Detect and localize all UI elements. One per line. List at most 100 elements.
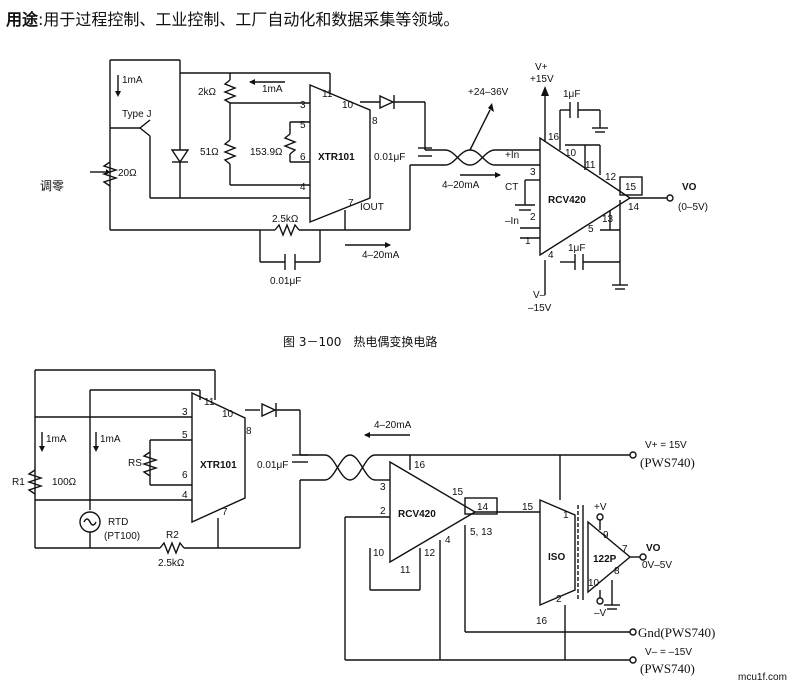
f2-ip10: 10 <box>588 578 600 589</box>
f1-pin8: 8 <box>372 116 378 127</box>
f1-pin5: 5 <box>300 120 306 131</box>
f1-vplus: V+ <box>535 62 548 73</box>
f1-r153: 153.9Ω <box>250 147 283 158</box>
f1-r2k5: 2.5kΩ <box>272 214 299 225</box>
f2-vo-range: 0V–5V <box>642 560 672 571</box>
f1-supply: +24–36V <box>468 87 509 98</box>
f1-zero-adj: 调零 <box>40 179 64 193</box>
f2-minus-v: –V <box>594 608 607 619</box>
f1-p2: 2 <box>530 212 536 223</box>
f2-p5-13: 5, 13 <box>470 527 493 538</box>
iso-block <box>539 498 576 607</box>
f2-1mA-a: 1mA <box>46 434 67 445</box>
f2-ip2: 2 <box>556 594 562 605</box>
f1-vo-range: (0–5V) <box>678 202 708 213</box>
f2-pin7: 7 <box>222 507 228 518</box>
f1-vminus: V– <box>533 290 546 301</box>
f1-p15: 15 <box>625 182 637 193</box>
f2-ip9: 9 <box>603 530 609 541</box>
f1-p14: 14 <box>628 202 640 213</box>
f2-vminus15: V– = –15V <box>645 647 692 658</box>
xtr101-block-2 <box>191 391 246 524</box>
f2-plus-v: +V <box>594 502 607 513</box>
f2-rs: RS <box>128 458 142 469</box>
watermark: mcu1f.com <box>738 672 787 683</box>
iso-amp-block <box>587 520 632 594</box>
f1-plus15: +15V <box>530 74 554 85</box>
f1-type-j: Type J <box>122 109 151 120</box>
f2-pin4: 4 <box>182 490 188 501</box>
f2-p15: 15 <box>452 487 464 498</box>
f1-p3: 3 <box>530 167 536 178</box>
f2-1mA-b: 1mA <box>100 434 121 445</box>
rcv420-label: RCV420 <box>548 195 586 206</box>
xtr101-label: XTR101 <box>318 152 355 163</box>
f2-p10: 10 <box>373 548 385 559</box>
f1-p16: 16 <box>548 132 560 143</box>
f2-vo: VO <box>646 543 661 554</box>
f2-ip1: 1 <box>563 510 569 521</box>
f1-in-minus: –In <box>505 216 519 227</box>
f1-cap-bottom: 0.01μF <box>270 276 301 287</box>
f1-pin10: 10 <box>342 100 354 111</box>
f2-122p-label: 122P <box>593 554 617 565</box>
f1-pin7: 7 <box>348 198 354 209</box>
usage-line: 用途:用于过程控制、工业控制、工厂自动化和数据采集等领域。 <box>6 6 459 30</box>
f2-r2: R2 <box>166 530 179 541</box>
f2-xtr101-label: XTR101 <box>200 460 237 471</box>
f2-r100: 100Ω <box>52 477 77 488</box>
f1-r20: 20Ω <box>118 168 137 179</box>
f2-ip16: 16 <box>536 616 548 627</box>
f2-current: 4–20mA <box>374 420 412 431</box>
f1-r51: 51Ω <box>200 147 219 158</box>
f2-pin11: 11 <box>204 397 215 408</box>
f2-gnd: Gnd(PWS740) <box>638 625 715 640</box>
f1-p1: 1 <box>525 236 531 247</box>
f2-iso-label: ISO <box>548 552 565 563</box>
f2-p3: 3 <box>380 482 386 493</box>
f2-pin8: 8 <box>246 426 252 437</box>
f1-pin6: 6 <box>300 152 306 163</box>
f1-iout: IOUT <box>360 202 384 213</box>
f2-p12: 12 <box>424 548 436 559</box>
f2-p4: 4 <box>445 535 451 546</box>
f2-p16: 16 <box>414 460 426 471</box>
f1-cap-1uF-bottom: 1μF <box>568 243 585 254</box>
f2-ip8: 8 <box>614 566 620 577</box>
f2-r1: R1 <box>12 477 25 488</box>
f2-p2: 2 <box>380 506 386 517</box>
f1-p10: 10 <box>565 148 577 159</box>
rcv420-block-2 <box>389 460 477 564</box>
f1-in-plus: +In <box>505 150 519 161</box>
f1-current-1mA-top: 1mA <box>262 84 283 95</box>
f2-cap: 0.01μF <box>257 460 288 471</box>
usage-label: 用途 <box>6 10 39 29</box>
f1-p4: 4 <box>548 250 554 261</box>
f2-pin5: 5 <box>182 430 188 441</box>
f1-current-bottom: 4–20mA <box>362 250 400 261</box>
f2-rtd: RTD <box>108 517 128 528</box>
fig1-caption: 图 3－100 热电偶变换电路 <box>283 334 437 349</box>
f2-pin10: 10 <box>222 409 234 420</box>
f1-ct: CT <box>505 182 518 193</box>
f1-current-mid: 4–20mA <box>442 180 480 191</box>
usage-text: :用于过程控制、工业控制、工厂自动化和数据采集等领域。 <box>38 10 460 29</box>
f2-rcv420-label: RCV420 <box>398 509 436 520</box>
f1-cap-001: 0.01μF <box>374 152 405 163</box>
f1-vo: VO <box>682 182 697 193</box>
f2-p14: 14 <box>477 502 489 513</box>
f2-pin3: 3 <box>182 407 188 418</box>
figure-2-rtd: XTR101 <box>12 369 715 676</box>
f1-p11: 11 <box>585 160 596 171</box>
f1-cap-1uF-top: 1μF <box>563 89 580 100</box>
figure-1-thermocouple: XTR101 <box>40 59 708 349</box>
f2-p11: 11 <box>400 565 411 576</box>
f2-pt100: (PT100) <box>104 531 140 542</box>
f1-p13: 13 <box>602 214 614 225</box>
xtr101-block <box>309 83 371 224</box>
f2-ip15: 15 <box>522 502 534 513</box>
f2-pws1: (PWS740) <box>640 455 695 470</box>
f1-pin11: 11 <box>322 89 333 100</box>
